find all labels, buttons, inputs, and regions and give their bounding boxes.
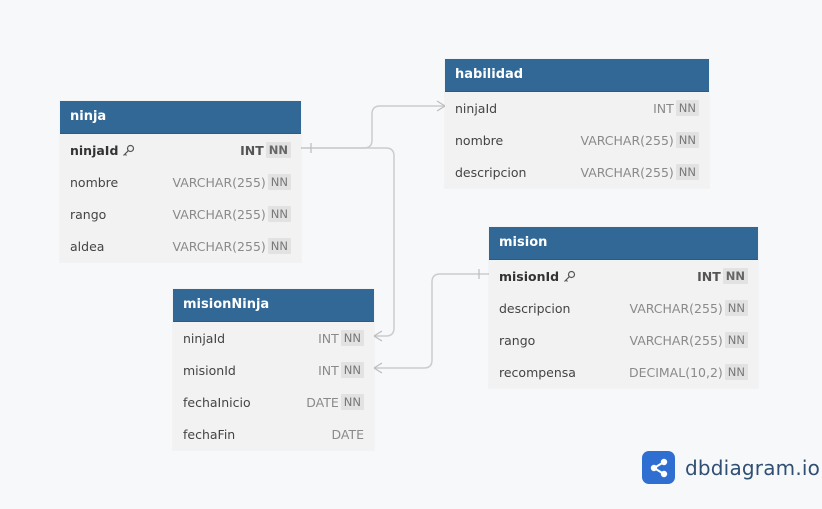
field-name: descripcion bbox=[499, 300, 571, 316]
table-mision[interactable]: mision misionId INT NN descripcion VARCH… bbox=[489, 227, 758, 388]
table-field[interactable]: nombre VARCHAR(255) NN bbox=[445, 124, 709, 156]
not-null-badge: NN bbox=[675, 100, 699, 116]
table-habilidad[interactable]: habilidad ninjaId INT NN nombre VARCHAR(… bbox=[445, 59, 709, 188]
table-misionninja[interactable]: misionNinja ninjaId INT NN misionId INT … bbox=[173, 289, 374, 450]
not-null-badge: NN bbox=[722, 268, 748, 284]
table-field[interactable]: descripcion VARCHAR(255) NN bbox=[489, 292, 758, 324]
field-name: rango bbox=[499, 332, 536, 348]
not-null-badge: NN bbox=[724, 300, 748, 316]
field-type: INT bbox=[653, 100, 674, 116]
not-null-badge: NN bbox=[340, 394, 364, 410]
field-type: VARCHAR(255) bbox=[629, 300, 723, 316]
field-name: fechaFin bbox=[183, 426, 236, 442]
not-null-badge: NN bbox=[675, 132, 699, 148]
link-mision-misionninja bbox=[374, 273, 489, 369]
table-header[interactable]: ninja bbox=[60, 101, 301, 134]
not-null-badge: NN bbox=[340, 362, 364, 378]
not-null-badge: NN bbox=[724, 364, 748, 380]
field-type: VARCHAR(255) bbox=[172, 206, 266, 222]
field-name: nombre bbox=[455, 132, 504, 148]
field-type: INT bbox=[318, 330, 339, 346]
field-name: fechaInicio bbox=[183, 394, 251, 410]
field-name: ninjaId bbox=[455, 100, 498, 116]
field-name: rango bbox=[70, 206, 107, 222]
field-type: INT bbox=[697, 268, 721, 284]
field-name: ninjaId bbox=[183, 330, 226, 346]
table-field[interactable]: rango VARCHAR(255) NN bbox=[60, 198, 301, 230]
not-null-badge: NN bbox=[675, 164, 699, 180]
many-marker bbox=[436, 100, 446, 112]
not-null-badge: NN bbox=[340, 330, 364, 346]
many-marker bbox=[373, 362, 383, 374]
field-name: aldea bbox=[70, 238, 105, 254]
field-name: descripcion bbox=[455, 164, 527, 180]
field-type: DATE bbox=[306, 394, 339, 410]
key-icon bbox=[563, 270, 576, 283]
link-ninja-misionninja bbox=[301, 147, 395, 337]
key-icon bbox=[122, 144, 135, 157]
field-type: VARCHAR(255) bbox=[580, 164, 674, 180]
table-ninja[interactable]: ninja ninjaId INT NN nombre VARCHAR(255)… bbox=[60, 101, 301, 262]
table-field[interactable]: rango VARCHAR(255) NN bbox=[489, 324, 758, 356]
not-null-badge: NN bbox=[265, 142, 291, 158]
field-type: VARCHAR(255) bbox=[580, 132, 674, 148]
table-header[interactable]: habilidad bbox=[445, 59, 709, 92]
table-field[interactable]: aldea VARCHAR(255) NN bbox=[60, 230, 301, 262]
field-name: ninjaId bbox=[70, 142, 119, 158]
table-field[interactable]: misionId INT NN bbox=[489, 260, 758, 292]
field-type: VARCHAR(255) bbox=[172, 238, 266, 254]
field-type: VARCHAR(255) bbox=[172, 174, 266, 190]
table-field[interactable]: recompensa DECIMAL(10,2) NN bbox=[489, 356, 758, 388]
field-type: DECIMAL(10,2) bbox=[628, 364, 723, 380]
not-null-badge: NN bbox=[267, 206, 291, 222]
table-field[interactable]: ninjaId INT NN bbox=[173, 322, 374, 354]
field-name: misionId bbox=[499, 268, 560, 284]
brand-name: dbdiagram.io bbox=[685, 455, 821, 480]
table-header[interactable]: mision bbox=[489, 227, 758, 260]
field-name: misionId bbox=[183, 362, 236, 378]
table-field[interactable]: descripcion VARCHAR(255) NN bbox=[445, 156, 709, 188]
field-type: DATE bbox=[331, 426, 364, 442]
table-field[interactable]: fechaInicio DATE NN bbox=[173, 386, 374, 418]
table-field[interactable]: misionId INT NN bbox=[173, 354, 374, 386]
field-name: recompensa bbox=[499, 364, 576, 380]
table-field[interactable]: nombre VARCHAR(255) NN bbox=[60, 166, 301, 198]
not-null-badge: NN bbox=[267, 238, 291, 254]
table-field[interactable]: ninjaId INT NN bbox=[445, 92, 709, 124]
field-type: VARCHAR(255) bbox=[629, 332, 723, 348]
not-null-badge: NN bbox=[267, 174, 291, 190]
brand[interactable]: dbdiagram.io bbox=[642, 451, 820, 484]
share-icon bbox=[642, 451, 675, 484]
field-type: INT bbox=[240, 142, 264, 158]
link-ninja-habilidad bbox=[301, 105, 445, 149]
table-field[interactable]: fechaFin DATE bbox=[173, 418, 374, 450]
table-field[interactable]: ninjaId INT NN bbox=[60, 134, 301, 166]
not-null-badge: NN bbox=[724, 332, 748, 348]
many-marker bbox=[373, 330, 383, 342]
field-name: nombre bbox=[70, 174, 119, 190]
table-header[interactable]: misionNinja bbox=[173, 289, 374, 322]
field-type: INT bbox=[318, 362, 339, 378]
